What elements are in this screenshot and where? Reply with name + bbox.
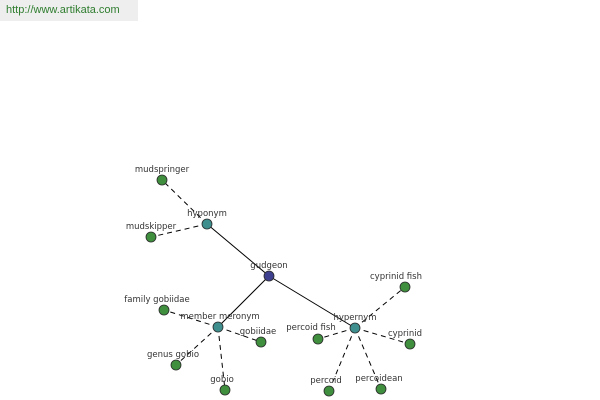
leaf-label-percoidean[interactable]: percoidean [355,374,402,384]
leaf-label-gobiidae[interactable]: gobiidae [240,327,277,337]
site-url[interactable]: http://www.artikata.com [0,0,138,21]
edge-gudgeon-hyponym [206,223,270,277]
graph-edges [150,179,411,392]
graph-nodes [145,174,416,397]
leaf-label-mudspringer[interactable]: mudspringer [135,165,190,175]
leaf-node-percoid-fish[interactable] [312,333,324,345]
relation-node-hypernym[interactable] [349,322,361,334]
leaf-node-mudskipper[interactable] [145,231,157,243]
edge-member-meronym-family-gobiidae [163,309,219,328]
leaf-label-cyprinid[interactable]: cyprinid [388,329,422,339]
edge-hyponym-mudskipper [150,223,208,238]
relation-node-hyponym[interactable] [201,218,213,230]
relation-node-member-meronym[interactable] [212,321,224,333]
edge-hypernym-cyprinid [354,327,411,345]
edge-member-meronym-gobio [217,326,226,391]
leaf-node-gobiidae[interactable] [255,336,267,348]
leaf-label-genus-gobio[interactable]: genus gobio [147,350,199,360]
edge-gudgeon-member-meronym [217,275,270,328]
edge-hypernym-percoid [328,327,356,392]
leaf-node-genus-gobio[interactable] [170,359,182,371]
leaf-node-cyprinid[interactable] [404,338,416,350]
center-node-gudgeon[interactable] [263,270,275,282]
edge-member-meronym-gobiidae [217,326,262,343]
edge-hypernym-percoidean [354,327,382,390]
leaf-label-gobio[interactable]: gobio [210,375,234,385]
edge-gudgeon-hypernym [268,275,356,329]
leaf-node-cyprinid-fish[interactable] [399,281,411,293]
leaf-label-mudskipper[interactable]: mudskipper [126,222,177,232]
edge-hyponym-mudspringer [161,179,208,225]
center-label-gudgeon[interactable]: gudgeon [250,261,287,271]
edge-member-meronym-genus-gobio [175,326,219,366]
leaf-label-percoid[interactable]: percoid [310,376,342,386]
leaf-label-percoid-fish[interactable]: percoid fish [286,323,335,333]
leaf-node-percoidean[interactable] [375,383,387,395]
leaf-node-gobio[interactable] [219,384,231,396]
graph-labels: gudgeon hyponym mudspringer mudskipper membe… [124,165,422,386]
relation-label-hypernym[interactable]: hypernym [333,313,376,323]
leaf-node-percoid[interactable] [323,385,335,397]
edge-hypernym-percoid-fish [317,327,356,340]
leaf-label-cyprinid-fish[interactable]: cyprinid fish [370,272,422,282]
leaf-label-family-gobiidae[interactable]: family gobiidae [124,295,190,305]
relation-label-hyponym[interactable]: hyponym [187,209,227,219]
leaf-node-mudspringer[interactable] [156,174,168,186]
relation-label-member-meronym[interactable]: member meronym [180,312,259,322]
edge-hypernym-cyprinid-fish [354,286,406,329]
leaf-node-family-gobiidae[interactable] [158,304,170,316]
